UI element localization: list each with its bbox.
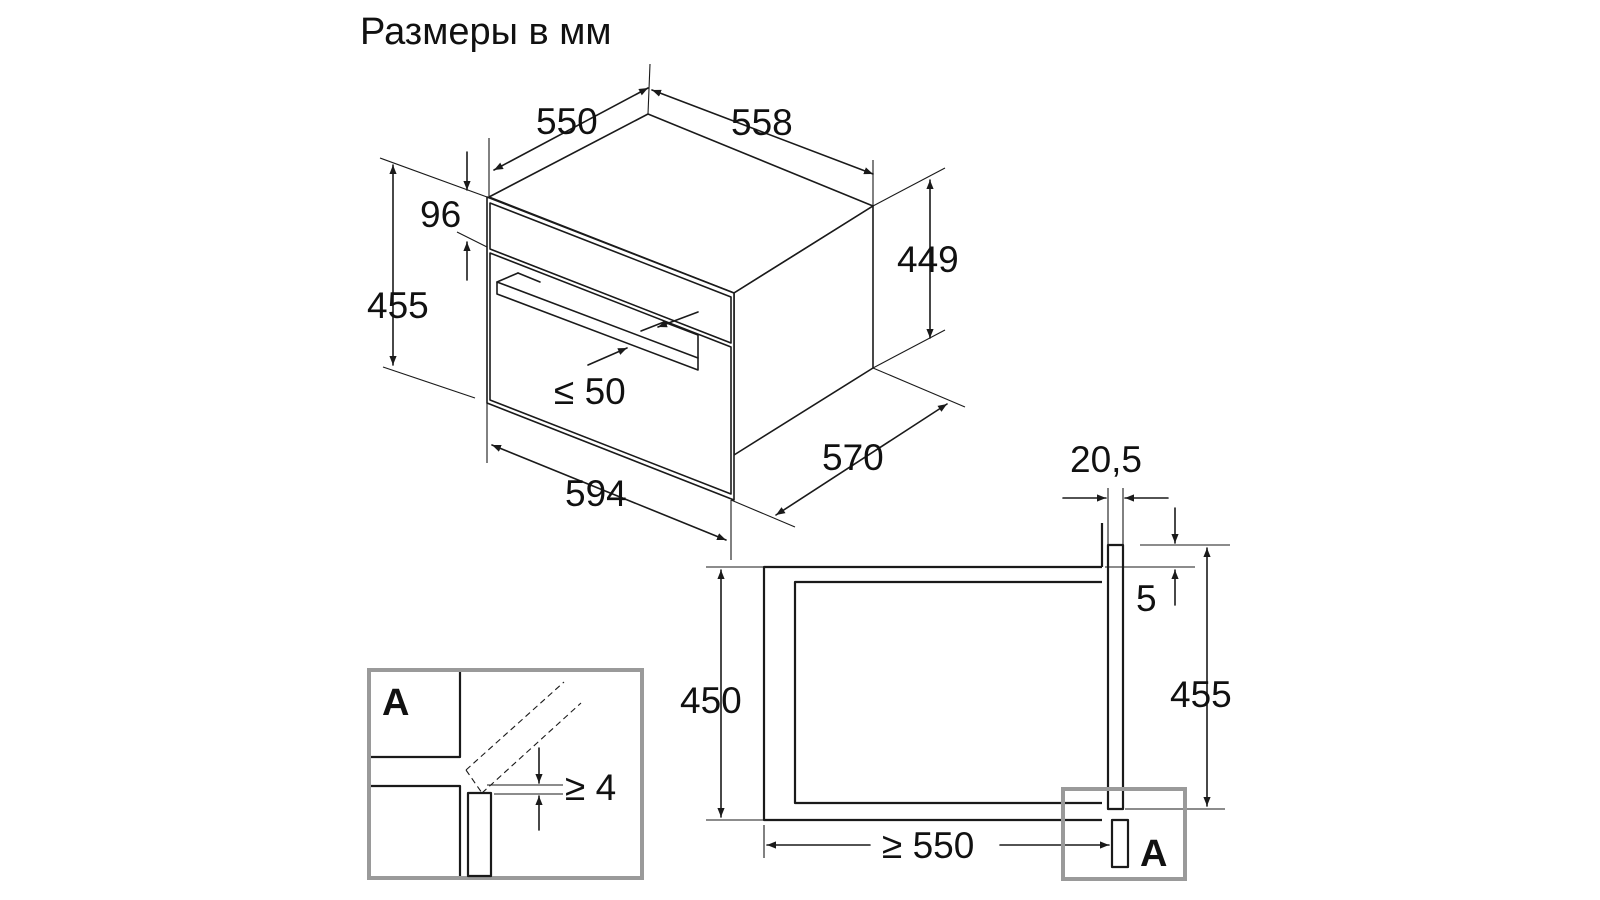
dim-panel-height: 96 — [420, 194, 461, 235]
dim-panel-thickness: 20,5 — [1070, 439, 1142, 480]
dim-niche-height: 450 — [680, 680, 742, 721]
detail-a-frame — [367, 668, 644, 880]
dim-total-height: 455 — [1170, 674, 1232, 715]
front-panel — [1106, 543, 1125, 811]
drawing-title: Размеры в мм — [360, 11, 611, 53]
detail-a-marker-label: A — [1140, 833, 1167, 875]
dim-width-back: 558 — [731, 102, 793, 143]
door-handle — [496, 272, 699, 371]
dim-detail-gap: ≥ 4 — [565, 767, 616, 808]
detail-a-marker-frame — [1061, 787, 1187, 881]
dim-width-front: 594 — [565, 473, 627, 514]
dim-front-height: 455 — [367, 285, 429, 326]
niche-section-view: 20,5 5 450 455 ≥ 550 A — [680, 439, 1232, 881]
appliance-door — [489, 252, 732, 495]
detail-a-label: A — [382, 682, 409, 724]
dim-depth-body: 570 — [822, 437, 884, 478]
dim-niche-depth: ≥ 550 — [882, 825, 974, 866]
isometric-view: 550 558 96 455 449 ≤ 50 594 570 — [367, 63, 966, 560]
dim-body-height: 449 — [897, 239, 959, 280]
dim-door-gap: ≤ 50 — [554, 371, 626, 412]
dim-depth-top: 550 — [536, 101, 598, 142]
detail-a-inset: A ≥ 4 — [367, 668, 644, 880]
dim-top-offset: 5 — [1136, 578, 1157, 619]
